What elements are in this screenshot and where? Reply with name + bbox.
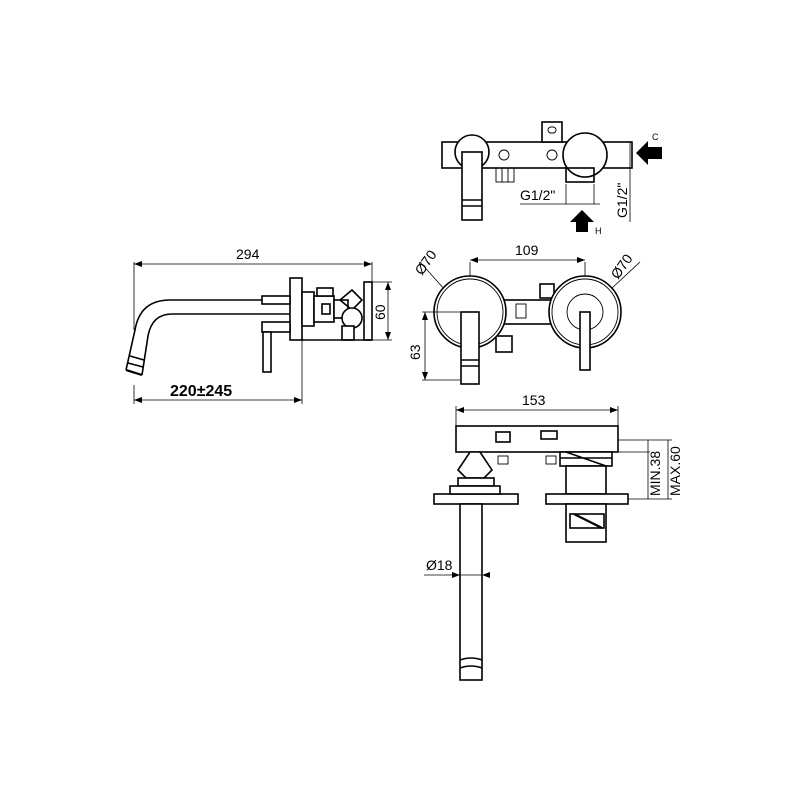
dim-box-width: 153 [522, 392, 546, 408]
dim-spout-diameter: Ø18 [426, 557, 453, 573]
dim-vertical-offset: 63 [407, 344, 423, 360]
section-view: 153 MIN.38 MAX.60 [424, 392, 683, 681]
front-view: 109 Ø70 Ø70 63 [407, 242, 641, 385]
thread-side-label: G1/2" [614, 183, 630, 218]
dim-plate-diameter-left: Ø70 [411, 247, 439, 278]
cold-label: C [652, 132, 659, 142]
dim-max-depth: MAX.60 [667, 446, 683, 496]
dim-plate-diameter-right: Ø70 [607, 251, 635, 282]
hot-arrow-icon [570, 210, 594, 232]
cold-arrow-icon [636, 141, 662, 165]
dim-total-length: 294 [236, 246, 260, 262]
dim-plate-spacing: 109 [515, 242, 539, 258]
hot-label: H [595, 226, 602, 236]
side-view: 294 60 [125, 246, 392, 404]
dim-spout-range: 220±245 [170, 383, 232, 400]
top-view: G1/2" H G1/2" C [441, 121, 662, 236]
dim-min-depth: MIN.38 [647, 451, 663, 496]
dim-body-height: 60 [372, 304, 388, 320]
thread-bottom-label: G1/2" [520, 187, 555, 203]
